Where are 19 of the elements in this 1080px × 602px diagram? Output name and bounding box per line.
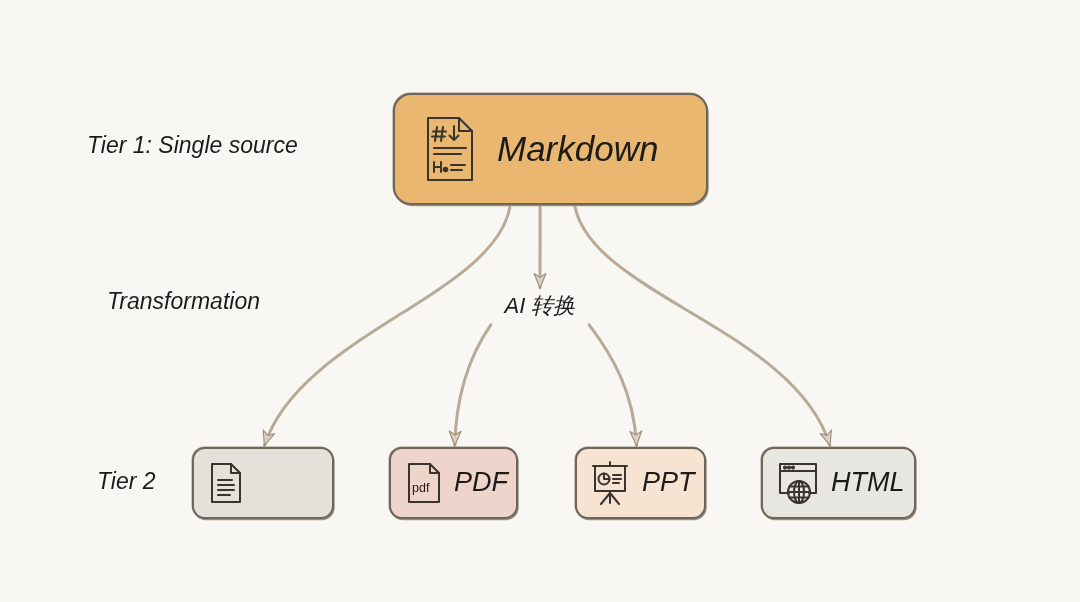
tier-label: Transformation xyxy=(107,288,260,316)
box-label: Markdown xyxy=(497,129,659,169)
step-label: AI 转换 xyxy=(491,289,589,323)
box-label: PDF xyxy=(454,468,508,498)
tier-label: Tier 1: Single source xyxy=(87,132,298,160)
arrow xyxy=(448,323,493,448)
box-label: PPT xyxy=(642,468,695,498)
arrow xyxy=(262,205,512,448)
format-box xyxy=(192,447,334,519)
format-box xyxy=(575,447,706,519)
tier-label: Tier 2 xyxy=(97,468,156,496)
icon-text: pdf xyxy=(412,482,430,495)
format-box xyxy=(761,447,916,519)
format-box xyxy=(389,447,518,519)
arrow xyxy=(533,205,547,290)
source-box xyxy=(393,93,708,205)
box-label: HTML xyxy=(831,468,905,498)
arrow xyxy=(587,323,642,448)
arrow xyxy=(573,205,832,448)
